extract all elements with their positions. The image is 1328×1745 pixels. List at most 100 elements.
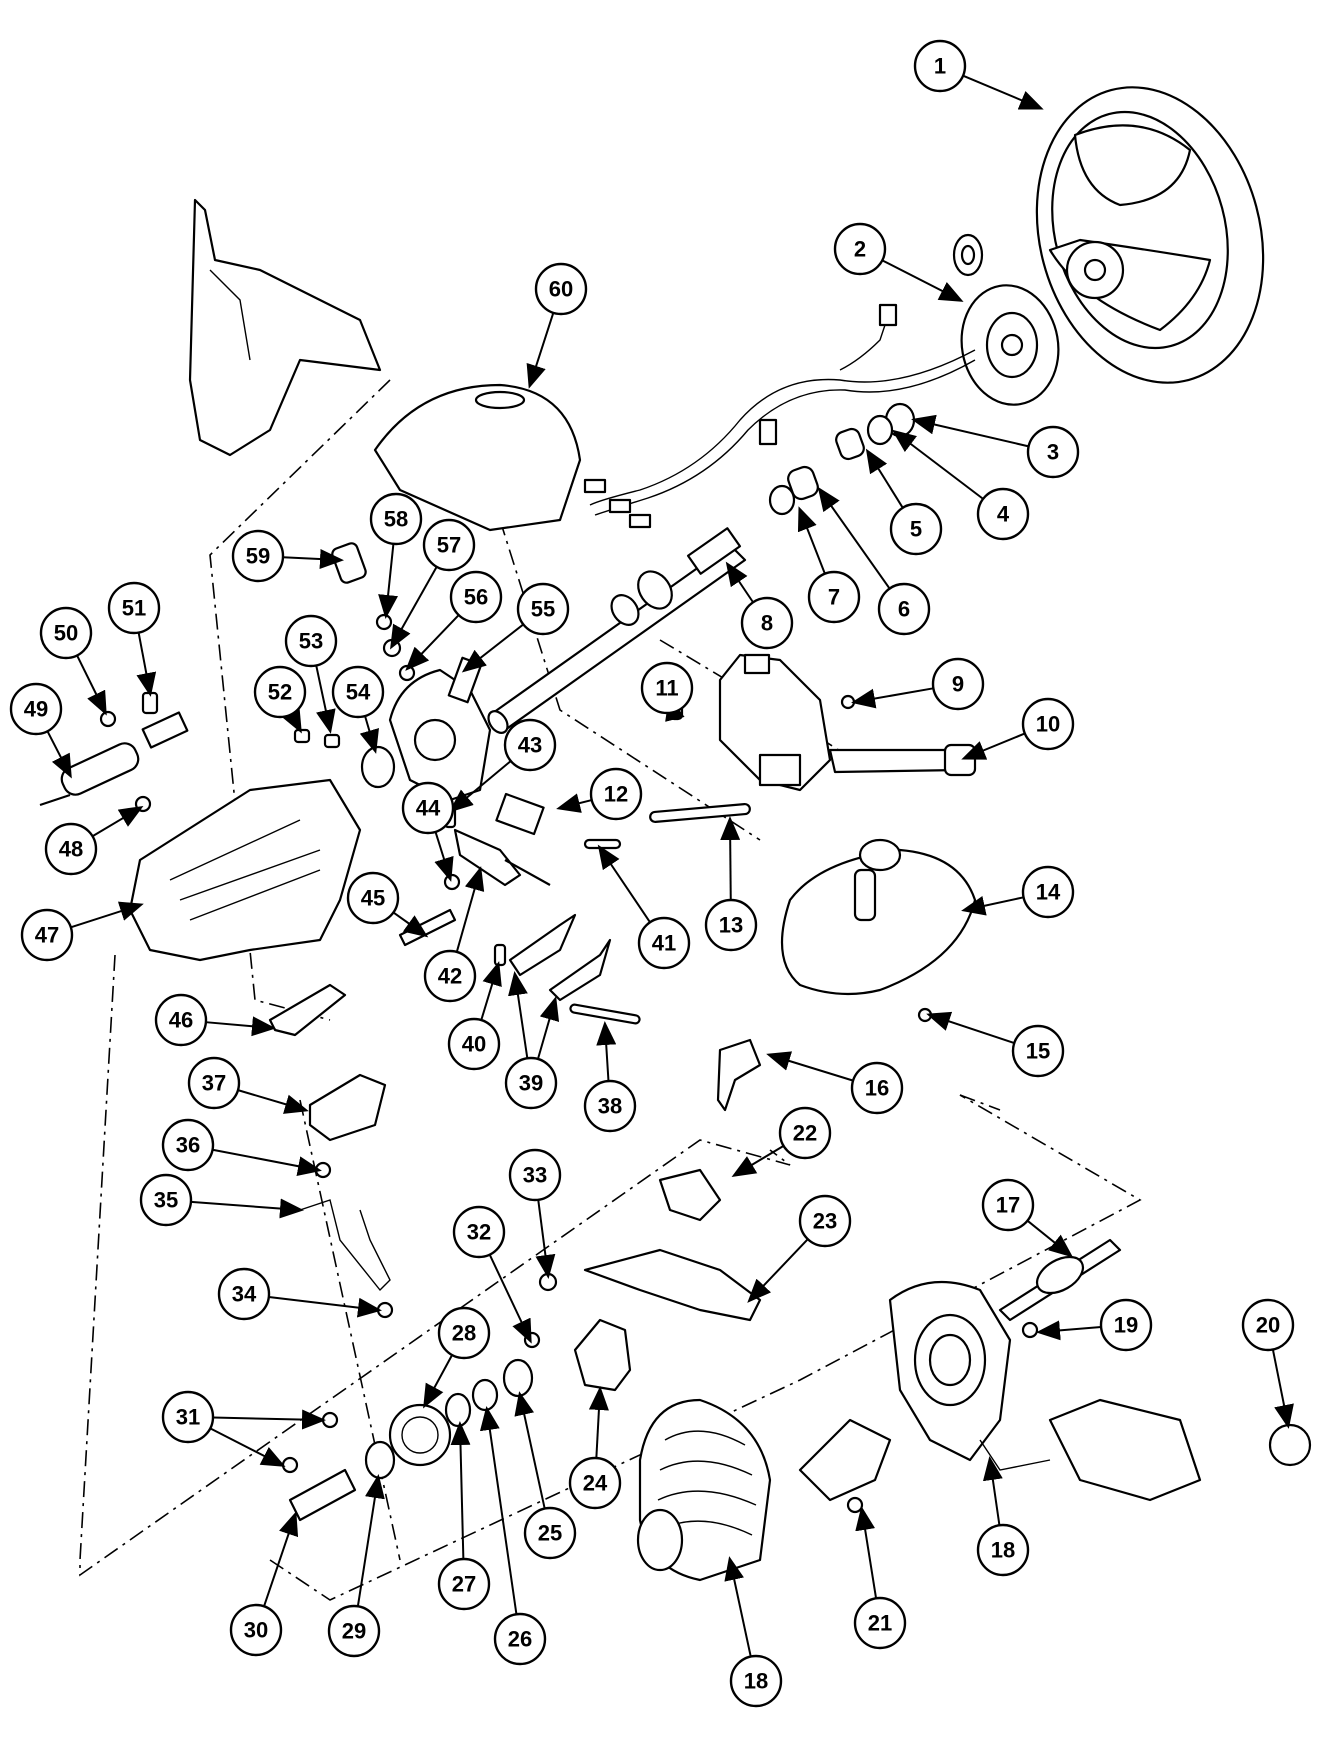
- leader-arrow: [70, 901, 144, 929]
- column-housing: [128, 778, 362, 962]
- callout-17: 17: [981, 1178, 1035, 1232]
- callout-label: 1: [934, 54, 946, 79]
- leader-arrow: [596, 1021, 617, 1082]
- callout-label: 32: [467, 1220, 491, 1245]
- callout-25: 25: [523, 1506, 577, 1560]
- callout-label: 29: [342, 1619, 366, 1644]
- leader-arrow: [747, 1238, 809, 1303]
- callout-label: 24: [583, 1471, 608, 1496]
- callout-label: 52: [268, 680, 292, 705]
- leader-arrow: [488, 1254, 532, 1344]
- callout-31: 31: [161, 1390, 215, 1444]
- callout-10: 10: [1021, 697, 1075, 751]
- callout-label: 28: [452, 1321, 476, 1346]
- leader-arrow: [962, 74, 1044, 110]
- callout-label: 14: [1036, 880, 1061, 905]
- callout-22: 22: [778, 1106, 832, 1160]
- leader-arrow: [982, 1456, 1003, 1526]
- leader-lines: [46, 74, 1294, 1657]
- callout-label: 21: [868, 1611, 892, 1636]
- leader-arrow: [212, 1148, 322, 1177]
- callout-19: 19: [1099, 1298, 1153, 1352]
- callout-7: 7: [807, 570, 861, 624]
- callout-label: 56: [464, 585, 488, 610]
- callout-label: 23: [813, 1209, 837, 1234]
- callout-35: 35: [139, 1173, 193, 1227]
- leader-arrow: [535, 1199, 556, 1279]
- callout-60: 60: [534, 262, 588, 316]
- callout-16: 16: [850, 1061, 904, 1115]
- callout-15: 15: [1011, 1024, 1065, 1078]
- lower-shroud: [780, 838, 977, 996]
- callout-label: 58: [384, 507, 408, 532]
- callout-label: 51: [122, 596, 146, 621]
- callout-label: 43: [518, 733, 542, 758]
- callout-label: 57: [437, 533, 461, 558]
- leader-arrow: [209, 1427, 286, 1467]
- callout-label: 4: [997, 502, 1010, 527]
- callout-label: 11: [655, 676, 678, 701]
- leader-arrow: [724, 1556, 752, 1657]
- leader-arrow: [926, 1011, 1015, 1045]
- callout-label: 34: [232, 1282, 257, 1307]
- shaft-and-boot: [798, 1238, 1312, 1514]
- wiring-harness: [583, 303, 976, 529]
- leader-arrow: [911, 414, 1029, 448]
- callout-23: 23: [798, 1194, 852, 1248]
- leader-arrow: [961, 895, 1024, 916]
- callout-label: 18: [991, 1538, 1015, 1563]
- leader-arrow: [556, 793, 592, 813]
- leader-arrow: [1271, 1349, 1294, 1429]
- leader-arrow: [461, 623, 524, 673]
- leader-arrow: [731, 1145, 785, 1178]
- callout-label: 35: [154, 1188, 178, 1213]
- small-hardware: [99, 542, 933, 1474]
- callout-label: 47: [35, 923, 59, 948]
- callout-32: 32: [452, 1205, 506, 1259]
- callout-26: 26: [493, 1612, 547, 1666]
- callout-label: 18: [744, 1669, 768, 1694]
- leader-arrow: [526, 312, 555, 389]
- callout-label: 46: [169, 1008, 193, 1033]
- leader-arrow: [268, 1295, 382, 1318]
- leader-arrow: [1036, 1320, 1102, 1341]
- leader-arrow: [514, 1391, 546, 1509]
- callout-label: 3: [1047, 440, 1059, 465]
- callout-18-right: 18: [976, 1523, 1030, 1577]
- bracket-plates: [583, 1038, 762, 1322]
- callout-24: 24: [568, 1456, 622, 1510]
- leader-arrow: [205, 1016, 276, 1037]
- leader-arrow: [480, 961, 502, 1021]
- callout-label: 8: [761, 611, 773, 636]
- callout-label: 2: [854, 237, 866, 262]
- leader-arrow: [720, 816, 741, 901]
- callout-label: 37: [202, 1071, 226, 1096]
- callout-label: 31: [176, 1405, 200, 1430]
- callout-48: 48: [44, 822, 98, 876]
- leader-arrow: [315, 665, 336, 734]
- callout-51: 51: [107, 581, 161, 635]
- leader-arrow: [508, 971, 529, 1059]
- leader-arrow: [91, 805, 144, 838]
- clockspring: [952, 233, 1060, 406]
- ignition-cylinder: [39, 711, 189, 807]
- callout-6: 6: [877, 582, 931, 636]
- callout-30: 30: [229, 1603, 283, 1657]
- callout-label: 48: [59, 837, 83, 862]
- leader-arrow: [356, 1474, 385, 1607]
- leader-arrow: [851, 687, 934, 709]
- leader-arrow: [405, 614, 460, 671]
- callout-label: 25: [538, 1521, 562, 1546]
- callout-label: 60: [549, 277, 573, 302]
- callout-45: 45: [346, 871, 400, 925]
- dash-panel: [888, 1280, 1012, 1462]
- callout-2: 2: [833, 222, 887, 276]
- callout-label: 44: [416, 796, 441, 821]
- callout-label: 53: [299, 629, 323, 654]
- callout-34: 34: [217, 1267, 271, 1321]
- lower-boot: [636, 1398, 772, 1582]
- callout-56: 56: [449, 570, 503, 624]
- callout-28: 28: [437, 1306, 491, 1360]
- callout-9: 9: [931, 657, 985, 711]
